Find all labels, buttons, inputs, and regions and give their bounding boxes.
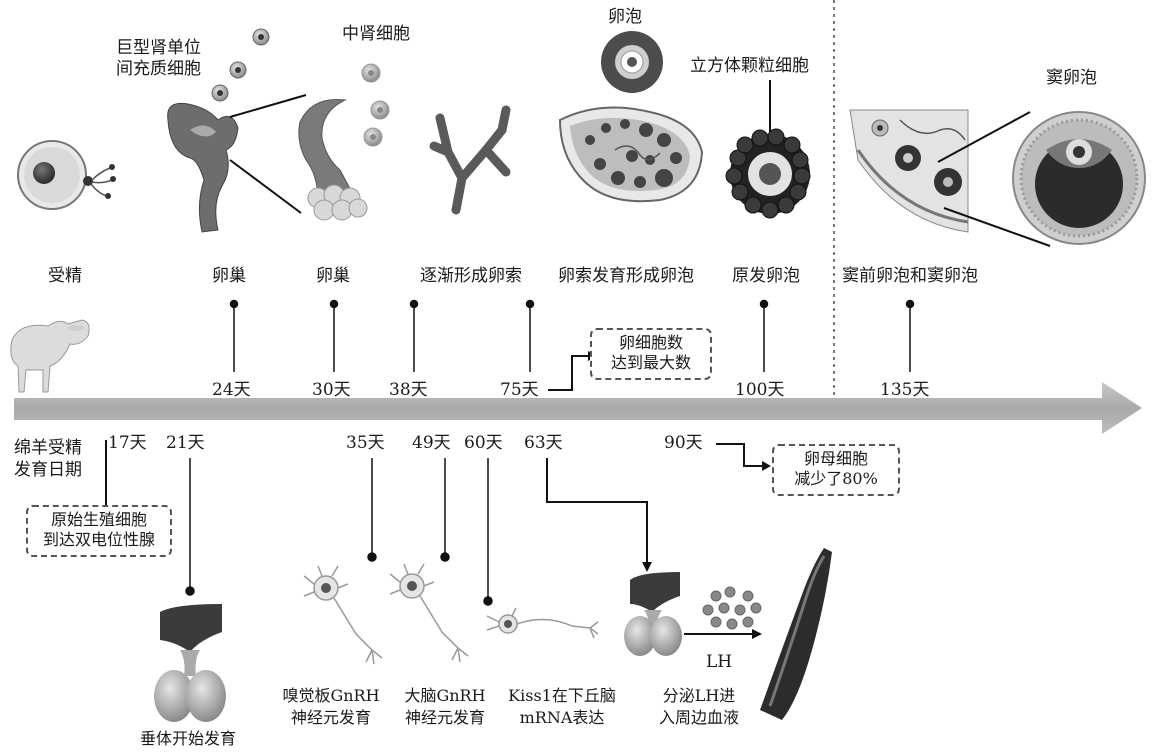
neuron-icon xyxy=(486,607,599,639)
pointer-line xyxy=(229,94,307,118)
stage-label: 受精 xyxy=(48,266,82,286)
stage-label: 卵巢 xyxy=(212,266,246,286)
zygote-icon xyxy=(17,140,116,210)
label-giant-nephron-1: 巨型肾单位 xyxy=(116,38,201,58)
arrow-to-max-box xyxy=(548,355,588,391)
label-olfactory-2: 神经元发育 xyxy=(290,708,371,727)
label-kiss1-1: Kiss1在下丘脑 xyxy=(508,686,616,705)
day-label: 60天 xyxy=(464,433,503,453)
nephron-icon xyxy=(167,102,239,233)
day-label: 30天 xyxy=(312,380,351,400)
axis-title-1: 绵羊受精 xyxy=(14,438,82,458)
label-giant-nephron-2: 间充质细胞 xyxy=(116,59,201,79)
label-follicle: 卵泡 xyxy=(608,7,642,27)
label-lh: LH xyxy=(706,652,733,672)
day-label: 21天 xyxy=(166,433,205,453)
day-label: 75天 xyxy=(500,380,539,400)
stage-label: 逐渐形成卵索 xyxy=(420,266,522,286)
upper-ticks xyxy=(229,299,915,372)
cord-icon xyxy=(429,105,511,215)
label-olfactory-1: 嗅觉板GnRH xyxy=(282,686,380,705)
pointer-line xyxy=(229,159,302,214)
pgc-box: 原始生殖细胞 到达双电位性腺 xyxy=(26,505,172,557)
oocyte-reduce-box: 卵母细胞 减少了80% xyxy=(772,444,900,496)
day-label: 35天 xyxy=(346,433,385,453)
label-brain-2: 神经元发育 xyxy=(404,708,485,727)
lh-dots xyxy=(702,586,762,630)
primary-follicle-icon xyxy=(725,80,811,219)
stage-label: 窦前卵泡和窦卵泡 xyxy=(842,266,978,286)
day-label: 135天 xyxy=(880,380,930,400)
day-label: 49天 xyxy=(412,433,451,453)
arrow-63 xyxy=(546,458,648,562)
time-axis-arrow xyxy=(14,382,1142,434)
label-antral: 窦卵泡 xyxy=(1046,68,1097,88)
day-label: 38天 xyxy=(389,380,428,400)
day-label: 24天 xyxy=(212,380,251,400)
label-cuboidal: 立方体颗粒细胞 xyxy=(690,56,809,76)
pituitary-icon xyxy=(624,572,682,656)
day-label: 90天 xyxy=(664,433,703,453)
arrow-90 xyxy=(716,443,762,467)
oocyte-max-box: 卵细胞数 达到最大数 xyxy=(590,328,712,380)
day-label: 63天 xyxy=(524,433,563,453)
stage-label: 原发卵泡 xyxy=(732,266,800,286)
antral-follicle-icon xyxy=(849,109,1146,247)
label-mesonephric: 中肾细胞 xyxy=(342,24,410,44)
blood-vessel-icon xyxy=(760,548,832,720)
follicle-icon xyxy=(601,31,663,93)
axis-title-2: 发育日期 xyxy=(14,460,82,480)
stage-label: 卵索发育形成卵泡 xyxy=(558,266,694,286)
cell-cluster-icon xyxy=(211,28,390,147)
neuron-icon xyxy=(303,565,383,665)
ovary-icon xyxy=(558,106,704,203)
label-pituitary: 垂体开始发育 xyxy=(139,729,236,748)
pituitary-icon xyxy=(154,604,226,722)
label-brain-1: 大脑GnRH xyxy=(404,686,486,705)
day-label: 100天 xyxy=(735,380,785,400)
stage-label: 卵巢 xyxy=(316,266,350,286)
label-kiss1-2: mRNA表达 xyxy=(519,708,605,727)
day-label: 17天 xyxy=(108,433,147,453)
neuron-icon xyxy=(389,563,469,663)
mesonephros-icon xyxy=(298,98,368,221)
sheep-icon xyxy=(10,319,90,393)
label-lh-release-1: 分泌LH进 xyxy=(662,686,736,705)
label-lh-release-2: 入周边血液 xyxy=(658,708,739,727)
lower-ticks xyxy=(185,458,493,606)
